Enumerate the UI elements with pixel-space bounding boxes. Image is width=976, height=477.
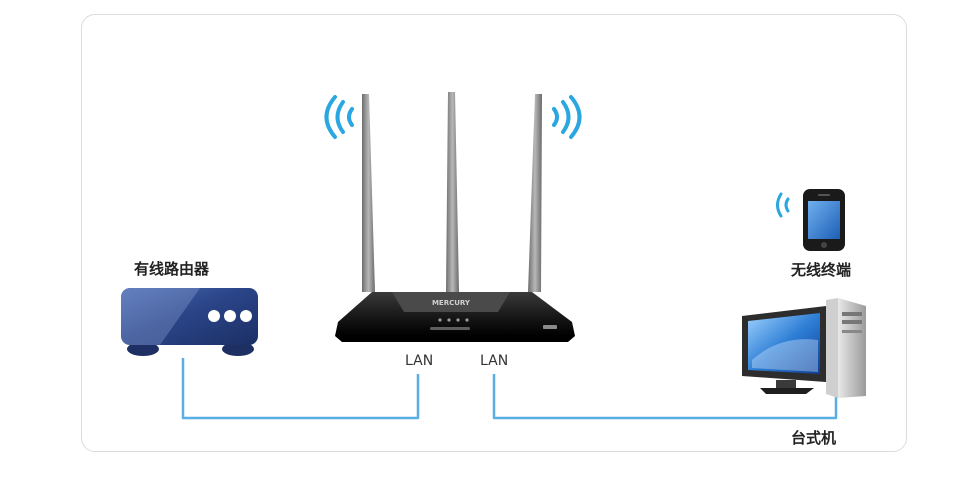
wifi-signal-left-icon bbox=[324, 95, 354, 139]
cable-lan-to-desktop bbox=[492, 374, 838, 420]
main-router-icon: MERCURY bbox=[335, 292, 575, 342]
phone-icon bbox=[803, 189, 845, 251]
router-antennas bbox=[362, 92, 542, 292]
upstream-router-icon bbox=[121, 288, 258, 356]
wifi-signal-right-icon bbox=[552, 95, 582, 139]
upstream-router-label: 有线路由器 bbox=[134, 260, 210, 278]
lan-port-label-right: LAN bbox=[480, 353, 509, 369]
desktop-label: 台式机 bbox=[791, 429, 837, 447]
cables bbox=[181, 358, 838, 420]
desktop-computer-icon bbox=[742, 298, 866, 398]
wireless-terminal-label: 无线终端 bbox=[791, 261, 852, 279]
wifi-signal-phone-icon bbox=[776, 192, 790, 218]
lan-port-label-left: LAN bbox=[405, 353, 434, 369]
cable-upstream-to-lan bbox=[181, 358, 420, 420]
router-brand-logo: MERCURY bbox=[432, 299, 471, 307]
